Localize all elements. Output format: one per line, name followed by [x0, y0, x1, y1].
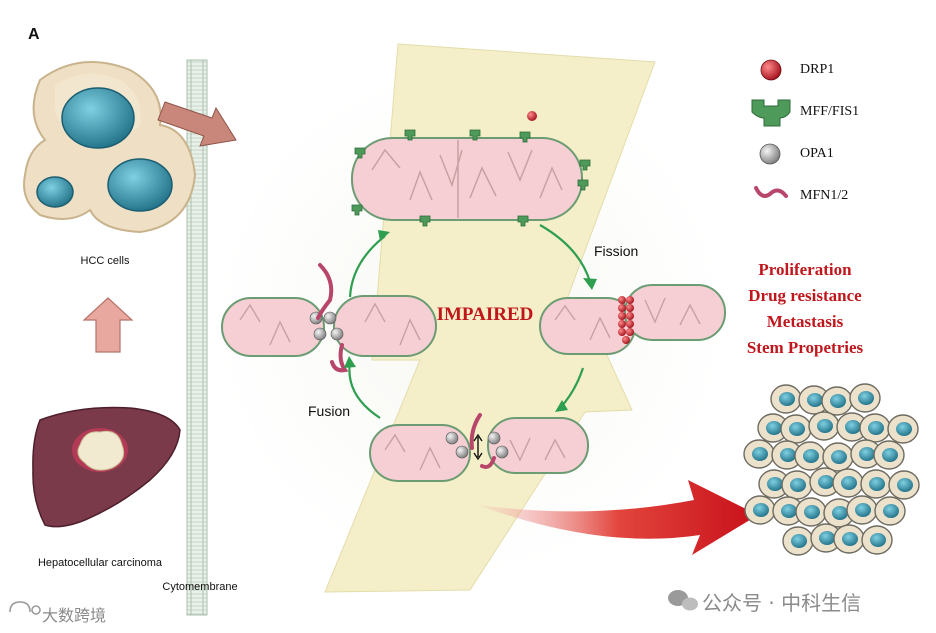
drp1-icon: [527, 111, 537, 121]
mfn12-icon: [469, 413, 482, 450]
legend-label-mfn12: MFN1/2: [800, 188, 849, 203]
brand-logo-icon: [9, 601, 41, 615]
mfn12-icon: [316, 263, 334, 320]
watermark-bottom-right: 公众号 · 中科生信: [702, 591, 862, 615]
fission-label: Fission: [594, 243, 638, 259]
double-arrow-icon: [473, 433, 483, 461]
legend-label-drp1: DRP1: [800, 62, 835, 77]
watermark-bottom-left: 大数跨境: [42, 606, 107, 625]
fused-mitochondrion: [351, 137, 583, 221]
tumor-icon: [77, 430, 125, 471]
drp1-icon: [760, 59, 782, 81]
fusion-mitochondrion: [221, 263, 437, 373]
nucleus-icon: [781, 504, 797, 518]
nucleus-icon: [780, 448, 796, 462]
mff-fis1-receptors: [351, 129, 591, 227]
nucleus-icon: [858, 391, 874, 405]
cell-to-mito-arrow: [157, 101, 237, 147]
nucleus-icon: [882, 448, 898, 462]
nucleus-icon: [752, 447, 768, 461]
fusion-label: Fusion: [308, 403, 350, 419]
legend-label-opa1: OPA1: [800, 146, 834, 161]
fission-mitochondrion: [539, 284, 726, 355]
hcc-label: Hepatocellular carcinoma: [38, 557, 163, 569]
nucleus-icon: [819, 531, 835, 545]
outcome-metastasis: Metastasis: [766, 312, 844, 331]
nucleus-icon: [767, 477, 783, 491]
nucleus-icon: [803, 449, 819, 463]
nucleus-icon: [790, 478, 806, 492]
upward-arrow: [82, 297, 134, 353]
nucleus-icon: [36, 176, 74, 208]
nucleus-icon: [107, 158, 173, 212]
nucleus-icon: [61, 87, 135, 149]
legend-label-mff-fis1: MFF/FIS1: [800, 104, 860, 119]
outcome-drug-resistance: Drug resistance: [748, 286, 862, 305]
nucleus-icon: [842, 532, 858, 546]
nucleus-icon: [817, 419, 833, 433]
nucleus-icon: [870, 533, 886, 547]
impaired-label: IMPAIRED: [437, 304, 534, 325]
liver-illustration: [32, 406, 181, 528]
nucleus-icon: [830, 394, 846, 408]
mfn12-icon: [330, 343, 349, 373]
nucleus-icon: [753, 503, 769, 517]
nucleus-icon: [807, 393, 823, 407]
cytomembrane-label: Cytomembrane: [162, 581, 237, 593]
cycle-arrowheads: [344, 230, 597, 412]
nucleus-icon: [845, 420, 861, 434]
nucleus-icon: [779, 392, 795, 406]
outcome-stem-properties: Stem Propetries: [746, 338, 864, 357]
nucleus-icon: [841, 476, 857, 490]
outcome-proliferation: Proliferation: [758, 260, 852, 279]
mff-fis1-icon: [751, 99, 791, 127]
nucleus-icon: [831, 450, 847, 464]
hcc-cells-illustration: [23, 61, 197, 234]
tumor-cell-cluster: [743, 383, 920, 556]
drp1-ring: [618, 296, 634, 344]
nucleus-icon: [804, 505, 820, 519]
opa1-cluster: [445, 431, 509, 459]
nucleus-icon: [791, 534, 807, 548]
wechat-icon: [668, 590, 698, 611]
tethered-mitochondria: [369, 413, 589, 482]
nucleus-icon: [818, 475, 834, 489]
nucleus-icon: [869, 477, 885, 491]
nucleus-icon: [883, 504, 899, 518]
hcc-cells-label: HCC cells: [81, 255, 130, 267]
nucleus-icon: [766, 421, 782, 435]
nucleus-icon: [859, 447, 875, 461]
nucleus-icon: [868, 421, 884, 435]
mfn12-icon: [480, 456, 496, 469]
nucleus-icon: [896, 422, 912, 436]
nucleus-icon: [855, 503, 871, 517]
panel-label: A: [28, 26, 40, 43]
outcome-arrow: [478, 480, 758, 555]
nucleus-icon: [789, 422, 805, 436]
mfn12-icon: [754, 186, 788, 198]
nucleus-icon: [832, 506, 848, 520]
opa1-icon: [759, 143, 781, 165]
legend: [751, 59, 791, 198]
nucleus-icon: [897, 478, 913, 492]
